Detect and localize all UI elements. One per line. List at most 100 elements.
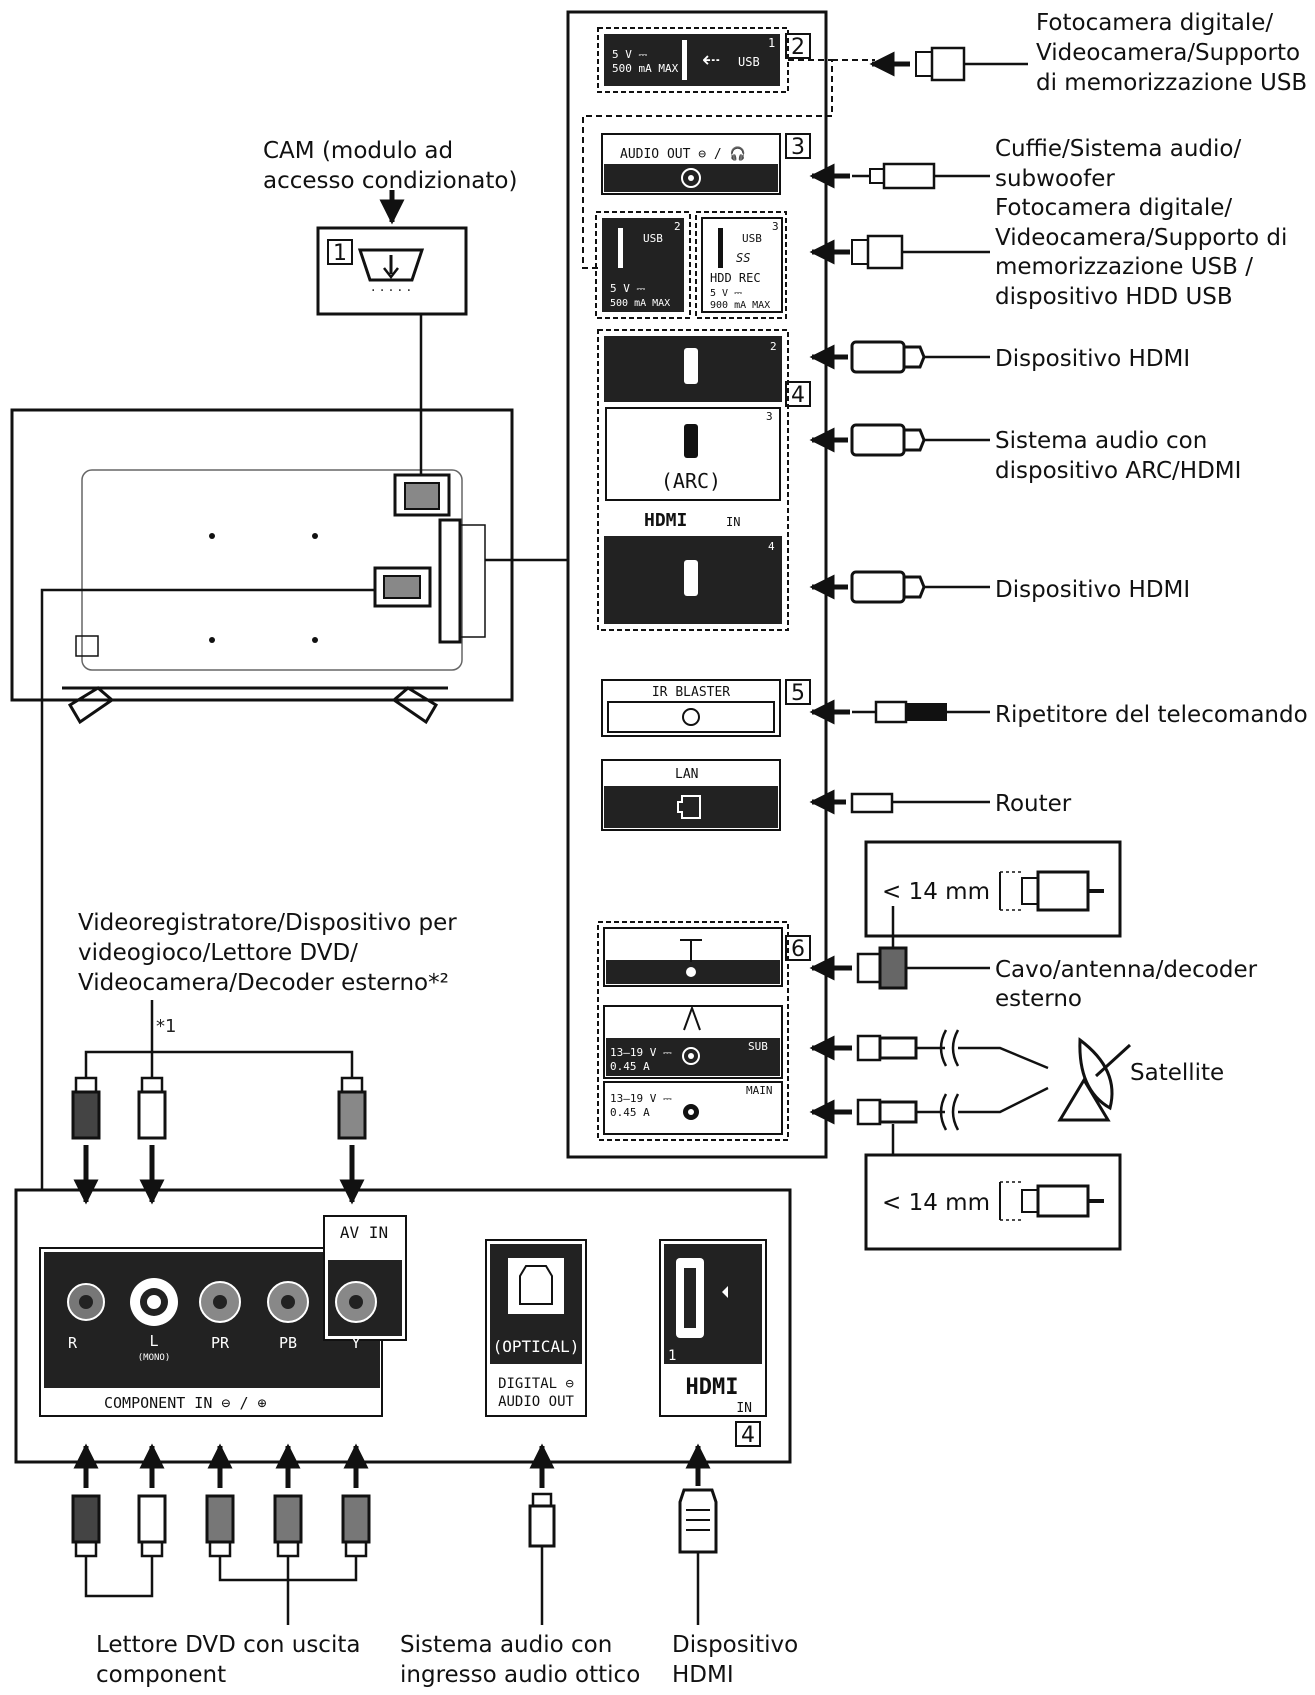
cable-label-1: Cavo/antenna/decoder: [995, 957, 1258, 983]
top-rca-cables: [71, 1000, 367, 1205]
lan-caption: LAN: [675, 767, 698, 782]
footnote-marker: *1: [156, 1016, 176, 1037]
badge-4-bottom: 4: [741, 1423, 755, 1448]
jack-y-caption: Y: [351, 1334, 360, 1352]
optical-device-label-2: ingresso audio ottico: [400, 1662, 640, 1688]
hdmi-bottom-label-1: Dispositivo: [672, 1632, 798, 1658]
hdmi-port-1: [659, 1239, 767, 1417]
satellite-label: Satellite: [1130, 1060, 1224, 1086]
usb1-name: USB: [738, 55, 760, 69]
usb-side-label-4: dispositivo HDD USB: [995, 284, 1233, 310]
headphones-label-1: Cuffie/Sistema audio/: [995, 136, 1241, 162]
router-label: Router: [995, 791, 1072, 817]
hdmi3-number: 3: [766, 410, 773, 423]
hdmi-port-4: [604, 536, 782, 624]
badge-2: 2: [791, 35, 805, 60]
cam-label-line1: CAM (modulo ad: [263, 138, 453, 164]
usb3-voltage: 5 V ⎓: [710, 288, 742, 299]
sat-main-caption: MAIN: [746, 1084, 773, 1097]
size-label-bottom: < 14 mm: [882, 1190, 990, 1216]
size-detail-box-bottom: [864, 1153, 1122, 1251]
svg-text:· · · · ·: · · · · ·: [371, 283, 411, 299]
hdmi4-number: 4: [768, 540, 775, 553]
digital-caption-2: AUDIO OUT: [498, 1394, 574, 1410]
dvd-label-1: Lettore DVD con uscita: [96, 1632, 360, 1658]
sat-sub-current: 0.45 A: [610, 1060, 650, 1073]
hdmi2-number: 2: [770, 340, 777, 353]
audio-out-port: [601, 133, 781, 195]
ir-blaster-port: [601, 679, 781, 737]
jack-pb-caption: PB: [279, 1334, 297, 1352]
tv-leader-lines: [40, 314, 570, 1190]
size-detail-box-top: [864, 840, 1122, 938]
hdmi1-number: 1: [668, 1348, 676, 1364]
digital-caption-1: DIGITAL ⊖: [498, 1376, 574, 1392]
vcr-label-1: Videoregistratore/Dispositivo per: [78, 910, 457, 936]
jack-pr-caption: PR: [211, 1334, 230, 1352]
usb-port-3: [695, 211, 787, 319]
bottom-panel-frame: [14, 1188, 792, 1464]
satellite-main-port: [603, 1081, 783, 1135]
cam-slot-panel: · · · · ·: [316, 190, 468, 316]
arc-label-2: dispositivo ARC/HDMI: [995, 458, 1241, 484]
usb-port-1: [597, 27, 789, 93]
usb-top-label-1: Fotocamera digitale/: [1036, 10, 1273, 36]
rf-antenna-port: [603, 927, 783, 987]
hdmi1-in-caption: IN: [736, 1401, 752, 1416]
usb-side-label-2: Videocamera/Supporto di: [995, 225, 1287, 251]
hdmi-in-caption: IN: [726, 515, 740, 529]
antenna-group-frame: [597, 921, 789, 1141]
ir-repeater-label: Ripetitore del telecomando: [995, 702, 1308, 728]
satellite-dish-icon: [1057, 1037, 1132, 1122]
ir-blaster-caption: IR BLASTER: [652, 685, 730, 700]
usb2-number: 2: [674, 220, 681, 233]
hdmi-bottom-label-2: HDMI: [672, 1662, 734, 1688]
sat-main-current: 0.45 A: [610, 1106, 650, 1119]
optical-device-label-1: Sistema audio con: [400, 1632, 612, 1658]
hdmi-port-2: [604, 336, 782, 402]
optical-caption: (OPTICAL): [493, 1337, 580, 1356]
jack-l-caption: L: [149, 1332, 158, 1350]
usb1-number: 1: [768, 36, 775, 50]
arc-caption: (ARC): [661, 469, 721, 493]
usb1-symbol: ⇠: [702, 48, 720, 73]
usb-side-label-1: Fotocamera digitale/: [995, 195, 1232, 221]
usb3-number: 3: [772, 220, 779, 233]
cam-label-line2: accesso condizionato): [263, 168, 517, 194]
badge-6: 6: [791, 937, 805, 962]
component-av-block: [39, 1215, 407, 1417]
hdmi-group-frame: [597, 329, 789, 631]
bottom-cables: [71, 1443, 718, 1625]
usb2-voltage: 5 V ⎓: [610, 282, 645, 295]
hdmi-device-label-b: Dispositivo HDMI: [995, 577, 1190, 603]
lan-port: [601, 759, 781, 831]
usb-top-label-2: Videocamera/Supporto: [1036, 40, 1300, 66]
sat-main-voltage: 13–19 V ⎓: [610, 1092, 672, 1105]
hdmi-device-label-a: Dispositivo HDMI: [995, 346, 1190, 372]
usb-side-label-3: memorizzazione USB /: [995, 254, 1253, 280]
badge-1: 1: [333, 241, 347, 266]
usb3-hdd-rec: HDD REC: [710, 271, 761, 285]
headphones-label-2: subwoofer: [995, 166, 1115, 192]
usb1-voltage: 5 V ⎓: [612, 48, 647, 61]
usb-port-2: [595, 211, 691, 319]
optical-out-port: [485, 1239, 587, 1417]
badge-3: 3: [791, 135, 805, 160]
arc-label-1: Sistema audio con: [995, 428, 1207, 454]
satellite-sub-port: [603, 1005, 783, 1079]
dvd-label-2: component: [96, 1662, 226, 1688]
usb1-current: 500 mA MAX: [612, 62, 679, 75]
hdmi-port-3-arc: [605, 407, 781, 501]
badge-4-side: 4: [791, 383, 805, 408]
usb-group-dashes: [582, 59, 875, 269]
size-label-top: < 14 mm: [882, 879, 990, 905]
vcr-label-2: videogioco/Lettore DVD/: [78, 940, 358, 966]
usb3-current: 900 mA MAX: [710, 300, 770, 311]
jack-r-caption: R: [68, 1334, 78, 1352]
usb2-name: USB: [643, 232, 663, 245]
hdmi-logo: HDMI: [644, 510, 687, 531]
sat-sub-voltage: 13–19 V ⎓: [610, 1046, 672, 1059]
usb3-superspeed: SS: [736, 251, 750, 265]
tv-mount-points: [209, 533, 318, 643]
